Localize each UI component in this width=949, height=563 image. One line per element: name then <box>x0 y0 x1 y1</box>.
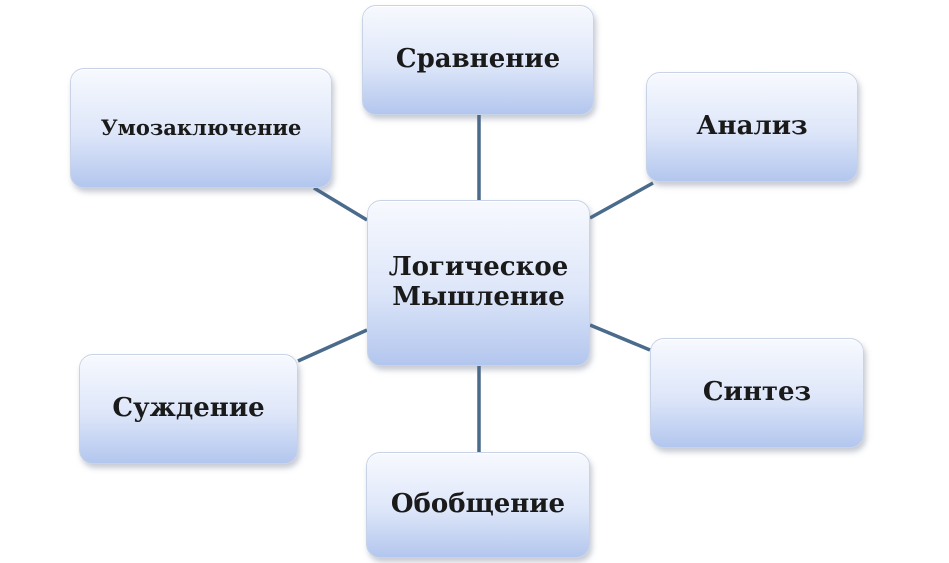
node-sintez-label: Синтез <box>702 377 812 408</box>
node-center-line1: Логическое <box>388 252 569 283</box>
node-center-line2: Мышление <box>392 282 565 312</box>
node-suzhdenie-label: Суждение <box>112 393 265 424</box>
node-umozakliuchenie-label: Умозаключение <box>100 114 302 140</box>
connector-center-suzhdenie <box>297 328 368 363</box>
node-suzhdenie: Суждение <box>79 354 298 464</box>
node-umozakliuchenie: Умозаключение <box>70 68 332 188</box>
connector-center-sintez <box>589 323 651 352</box>
node-obobshchenie: Обобщение <box>366 452 590 558</box>
node-center-logical-thinking: Логическое Мышление <box>367 200 590 366</box>
node-sravnenie-label: Сравнение <box>395 44 561 75</box>
node-analiz: Анализ <box>646 72 858 182</box>
node-obobshchenie-label: Обобщение <box>390 489 566 520</box>
node-sintez: Синтез <box>650 338 864 448</box>
connector-center-umozakl <box>313 186 368 222</box>
connector-center-analiz <box>589 181 654 220</box>
node-center-text: Логическое Мышление <box>388 252 569 313</box>
node-analiz-label: Анализ <box>696 111 808 142</box>
node-sravnenie: Сравнение <box>362 5 594 115</box>
